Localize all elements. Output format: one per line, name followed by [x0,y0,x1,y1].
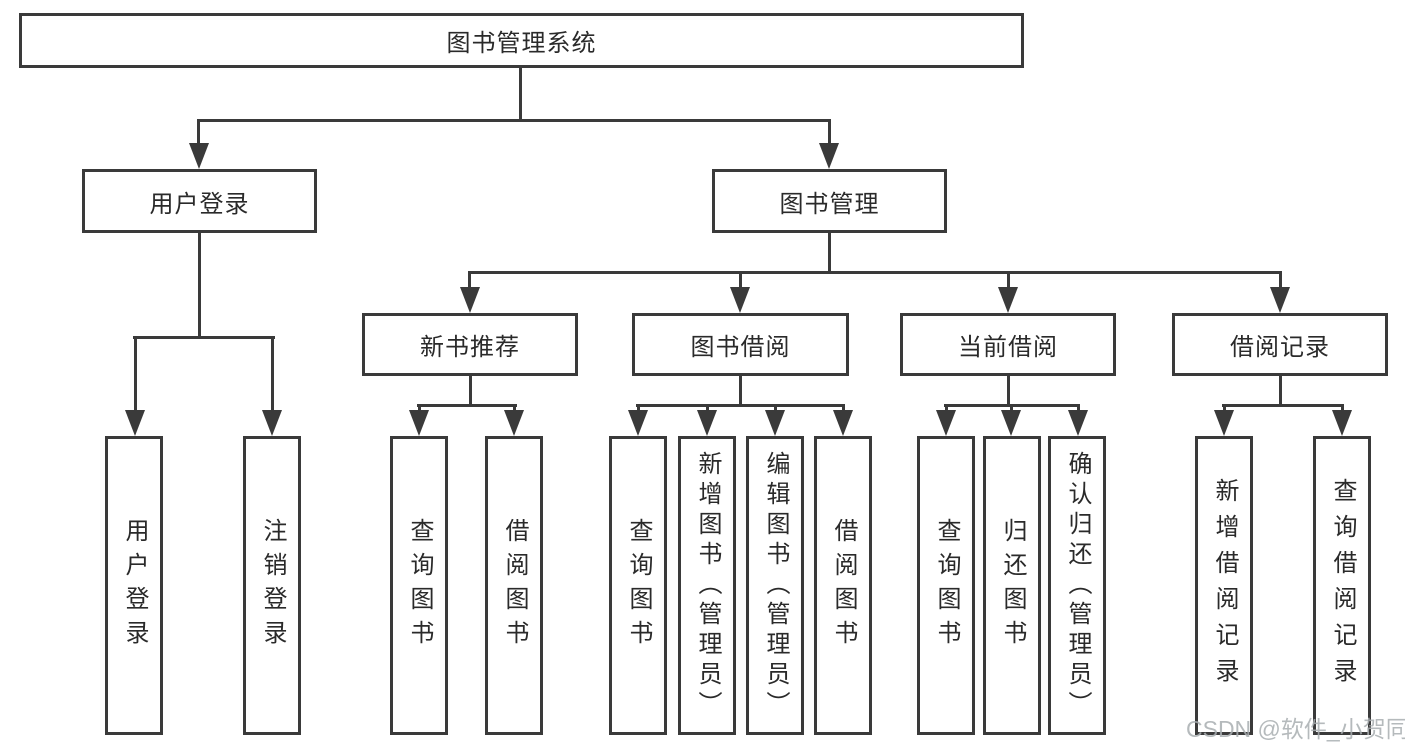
connector-line [842,404,845,413]
connector-line [1279,271,1282,289]
leaf-user-login-label: 用户登录 [121,517,148,654]
leaf-query-books-borrow-label: 查询图书 [625,517,652,654]
node-book-borrow: 图书借阅 [632,313,849,376]
leaf-edit-book-admin-label: 编辑图书（管理员） [762,450,789,721]
arrow-down-icon [998,287,1018,313]
connector-line [1007,376,1010,406]
connector-line [828,119,831,145]
leaf-borrow-books-2: 借阅图书 [814,436,872,735]
leaf-logout-label: 注销登录 [259,517,286,654]
connector-line [706,404,709,413]
connector-line [637,404,640,413]
leaf-return-book: 归还图书 [983,436,1041,735]
connector-line [636,404,845,407]
arrow-down-icon [262,410,282,436]
connector-line [469,376,472,406]
connector-line [197,119,200,145]
node-root: 图书管理系统 [19,13,1024,68]
leaf-confirm-return-admin-label: 确认归还（管理员） [1064,450,1091,721]
leaf-add-book-admin: 新增图书（管理员） [678,436,736,735]
arrow-down-icon [1001,410,1021,436]
connector-line [468,271,471,289]
leaf-user-login: 用户登录 [105,436,163,735]
connector-line [1007,271,1010,289]
arrow-down-icon [936,410,956,436]
leaf-logout: 注销登录 [243,436,301,735]
connector-line [1010,404,1013,413]
leaf-query-books-current-label: 查询图书 [933,517,960,654]
arrow-down-icon [504,410,524,436]
connector-line [519,68,522,120]
leaf-query-books-recommend-label: 查询图书 [406,517,433,654]
arrow-down-icon [1332,410,1352,436]
connector-line [198,233,201,337]
node-borrow-records: 借阅记录 [1172,313,1388,376]
leaf-add-borrow-record: 新增借阅记录 [1195,436,1253,735]
node-new-book-recommend: 新书推荐 [362,313,578,376]
node-new-book-recommend-label: 新书推荐 [420,334,520,361]
arrow-down-icon [765,410,785,436]
connector-line [134,336,137,412]
csdn-watermark: CSDN @软件_小贺同学 [1186,716,1405,742]
node-user-login: 用户登录 [82,169,317,233]
leaf-query-books-current: 查询图书 [917,436,975,735]
arrow-down-icon [189,143,209,169]
connector-line [945,404,948,413]
node-user-login-label: 用户登录 [149,190,250,218]
leaf-confirm-return-admin: 确认归还（管理员） [1048,436,1106,735]
arrow-down-icon [628,410,648,436]
leaf-query-books-recommend: 查询图书 [390,436,448,735]
connector-line [417,404,517,407]
connector-line [739,376,742,406]
connector-line [468,271,1282,274]
arrow-down-icon [819,143,839,169]
node-book-management-label: 图书管理 [779,190,880,218]
connector-line [739,271,742,289]
connector-line [418,404,421,413]
leaf-add-borrow-record-label: 新增借阅记录 [1211,477,1238,694]
arrow-down-icon [1270,287,1290,313]
connector-line [1223,404,1226,413]
connector-line [1222,404,1344,407]
connector-line [513,404,516,413]
node-root-label: 图书管理系统 [446,30,597,57]
leaf-add-book-admin-label: 新增图书（管理员） [694,450,721,721]
connector-line [1341,404,1344,413]
connector-line [197,119,831,122]
node-current-borrow-label: 当前借阅 [958,334,1058,361]
connector-line [133,336,275,339]
leaf-query-books-borrow: 查询图书 [609,436,667,735]
leaf-edit-book-admin: 编辑图书（管理员） [746,436,804,735]
connector-line [271,336,274,412]
arrow-down-icon [125,410,145,436]
connector-line [828,233,831,273]
leaf-return-book-label: 归还图书 [999,517,1026,654]
connector-line [1077,404,1080,413]
leaf-query-borrow-record: 查询借阅记录 [1313,436,1371,735]
leaf-borrow-books-recommend: 借阅图书 [485,436,543,735]
connector-line [1279,376,1282,406]
arrow-down-icon [409,410,429,436]
arrow-down-icon [833,410,853,436]
arrow-down-icon [1068,410,1088,436]
connector-line [774,404,777,413]
leaf-borrow-books-2-label: 借阅图书 [830,517,857,654]
arrow-down-icon [1214,410,1234,436]
arrow-down-icon [730,287,750,313]
node-borrow-records-label: 借阅记录 [1230,334,1330,361]
arrow-down-icon [460,287,480,313]
node-book-management: 图书管理 [712,169,947,233]
leaf-query-borrow-record-label: 查询借阅记录 [1329,477,1356,694]
node-current-borrow: 当前借阅 [900,313,1116,376]
arrow-down-icon [697,410,717,436]
leaf-borrow-books-recommend-label: 借阅图书 [501,517,528,654]
node-book-borrow-label: 图书借阅 [690,334,791,361]
